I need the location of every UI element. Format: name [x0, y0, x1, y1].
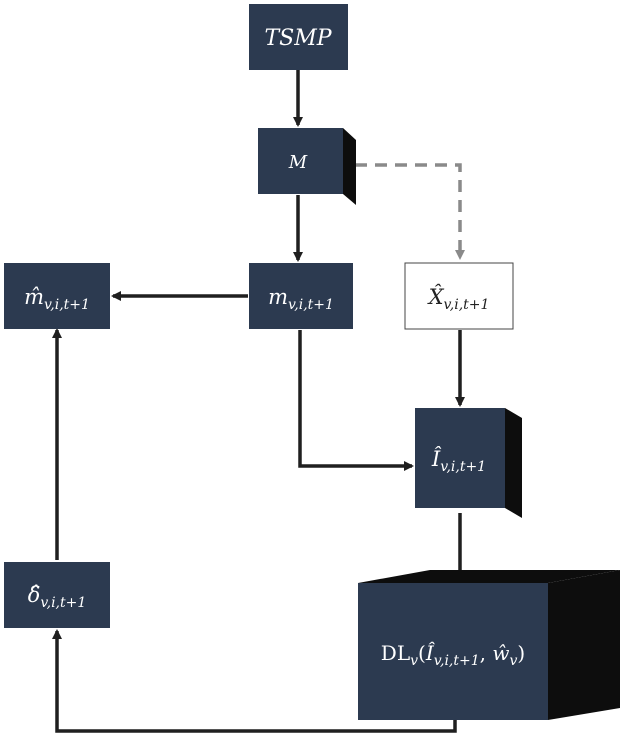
- node-dl-arg1-sub: v,i,t+1: [434, 653, 480, 669]
- node-dl: DLv(Îv,i,t+1, ŵv): [358, 570, 620, 720]
- node-m-vit1: mv,i,t+1: [249, 263, 353, 329]
- node-m: M: [258, 128, 356, 205]
- node-m-vit1-subscript: v,i,t+1: [288, 297, 334, 313]
- node-x-hat-vit1-label: X̂: [427, 285, 445, 309]
- node-dl-prefix: DL: [381, 641, 410, 665]
- svg-text:X̂v,i,t+1: X̂v,i,t+1: [427, 285, 490, 313]
- arrow-dl-to-delta-hat: [52, 629, 457, 733]
- node-m-vit1-label: m: [268, 285, 288, 309]
- svg-text:m̂v,i,t+1: m̂v,i,t+1: [24, 285, 90, 313]
- node-delta-hat-vit1: δ̂v,i,t+1: [4, 562, 110, 628]
- node-x-hat-vit1: X̂v,i,t+1: [404, 262, 514, 330]
- node-tsmp: TSMP: [249, 4, 348, 70]
- node-m-hat-vit1-subscript: v,i,t+1: [44, 297, 90, 313]
- node-dl-comma: ,: [480, 641, 493, 665]
- svg-text:Îv,i,t+1: Îv,i,t+1: [431, 447, 486, 475]
- node-dl-arg2: ŵ: [492, 641, 509, 665]
- dashed-arrow-m-to-x-hat: [355, 163, 465, 260]
- arrow-m-vit1-to-i-hat: [298, 330, 414, 471]
- connectors: [52, 70, 465, 733]
- node-i-hat-vit1: Îv,i,t+1: [415, 408, 522, 518]
- node-delta-hat-vit1-label: δ̂: [28, 583, 41, 607]
- svg-text:DLv(Îv,i,t+1, ŵv): DLv(Îv,i,t+1, ŵv): [381, 641, 525, 669]
- node-dl-close: ): [517, 641, 525, 665]
- node-dl-arg1: Î: [425, 641, 436, 665]
- node-delta-hat-vit1-subscript: v,i,t+1: [40, 595, 86, 611]
- node-dl-prefix-sub: v: [410, 653, 418, 669]
- node-dl-open: (: [418, 641, 426, 665]
- node-i-hat-vit1-label: Î: [431, 447, 442, 471]
- svg-text:mv,i,t+1: mv,i,t+1: [268, 285, 334, 313]
- node-m-label: M: [288, 152, 308, 173]
- node-m-hat-vit1: m̂v,i,t+1: [4, 263, 110, 329]
- node-x-hat-vit1-subscript: v,i,t+1: [444, 297, 490, 313]
- node-i-hat-vit1-subscript: v,i,t+1: [440, 459, 486, 475]
- node-m-hat-vit1-label: m̂: [24, 285, 44, 309]
- node-tsmp-label: TSMP: [264, 26, 332, 51]
- node-dl-arg2-sub: v: [509, 653, 517, 669]
- svg-text:δ̂v,i,t+1: δ̂v,i,t+1: [28, 583, 87, 611]
